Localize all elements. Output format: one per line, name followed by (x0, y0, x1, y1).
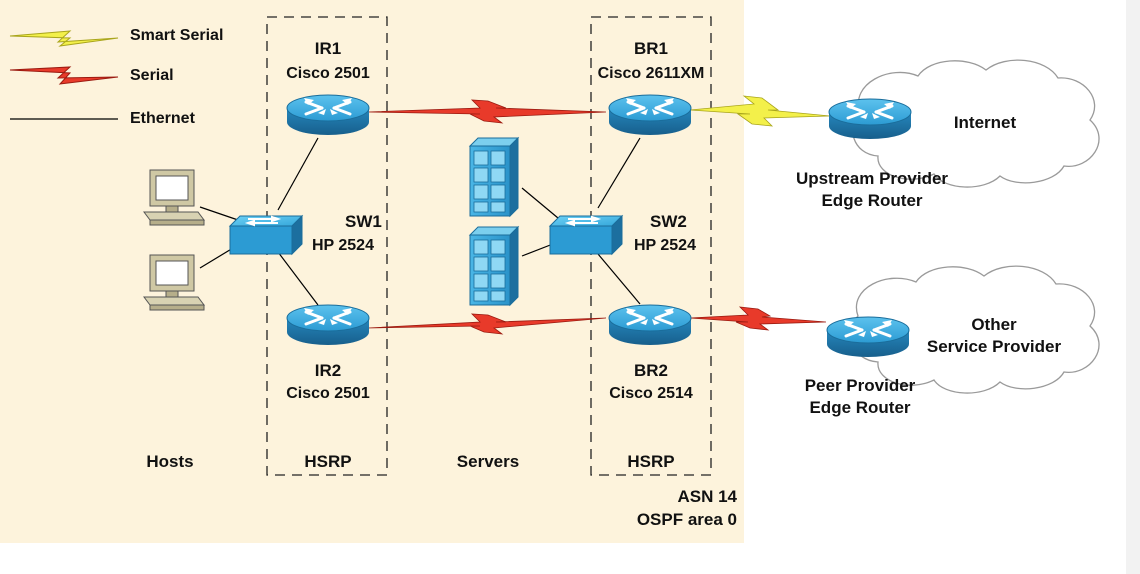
ir1-name: IR1 (315, 39, 341, 58)
upstream-router-icon (827, 97, 913, 141)
server-2-icon (469, 226, 519, 306)
br1-name: BR1 (634, 39, 668, 58)
ospf-area-label: OSPF area 0 (637, 510, 737, 529)
legend: Smart Serial Serial Ethernet (9, 27, 223, 127)
ir2-model: Cisco 2501 (286, 385, 370, 402)
br1-router-icon (607, 93, 693, 137)
group-servers-label: Servers (457, 452, 519, 471)
peer-label-line1: Peer Provider (805, 376, 916, 395)
serial-ir1-br1 (367, 99, 607, 124)
sw2-switch-icon (549, 215, 623, 255)
link-host1-sw1 (199, 206, 239, 221)
br2-name: BR2 (634, 361, 668, 380)
link-sw1-ir2 (277, 251, 319, 306)
group-hosts-label: Hosts (146, 452, 193, 471)
upstream-label-line2: Edge Router (821, 191, 922, 210)
serial-ir2-br2 (367, 313, 607, 335)
internet-label: Internet (954, 113, 1017, 132)
sw2-model: HP 2524 (634, 237, 696, 254)
peer-router-icon (825, 315, 911, 359)
peer-label-line2: Edge Router (809, 398, 910, 417)
scrollbar-strip (1126, 0, 1140, 574)
serial-links (367, 99, 827, 335)
ir2-router-icon (285, 303, 371, 347)
sw2-name: SW2 (650, 212, 687, 231)
asn-area (0, 0, 744, 543)
upstream-label-line1: Upstream Provider (796, 169, 948, 188)
sw1-name: SW1 (345, 212, 382, 231)
sw1-switch-icon (229, 215, 303, 255)
ethernet-links (199, 137, 641, 306)
sw1-model: HP 2524 (312, 237, 374, 254)
asn-label: ASN 14 (677, 487, 737, 506)
br1-model: Cisco 2611XM (598, 65, 705, 82)
link-sw1-ir1 (277, 137, 319, 211)
internet-cloud (852, 59, 1100, 188)
link-sw2-br2 (597, 253, 641, 305)
legend-serial-line (9, 66, 119, 85)
br2-model: Cisco 2514 (609, 385, 693, 402)
br2-router-icon (607, 303, 693, 347)
group-hsrp-right-label: HSRP (627, 452, 674, 471)
server-1-icon (469, 137, 519, 217)
legend-ethernet-label: Ethernet (130, 110, 196, 127)
ir1-model: Cisco 2501 (286, 65, 370, 82)
ir1-router-icon (285, 93, 371, 137)
link-server1-sw2 (521, 187, 559, 219)
link-sw2-br1 (597, 137, 641, 209)
serial-br2-peer (689, 306, 827, 331)
other-provider-cloud (850, 265, 1100, 394)
ir2-name: IR2 (315, 361, 341, 380)
other-provider-line2: Service Provider (927, 337, 1062, 356)
group-hsrp-left-label: HSRP (304, 452, 351, 471)
legend-smart-serial-line (9, 30, 119, 47)
other-provider-line1: Other (971, 315, 1017, 334)
legend-serial-label: Serial (130, 67, 174, 84)
legend-smart-serial-label: Smart Serial (130, 27, 223, 44)
